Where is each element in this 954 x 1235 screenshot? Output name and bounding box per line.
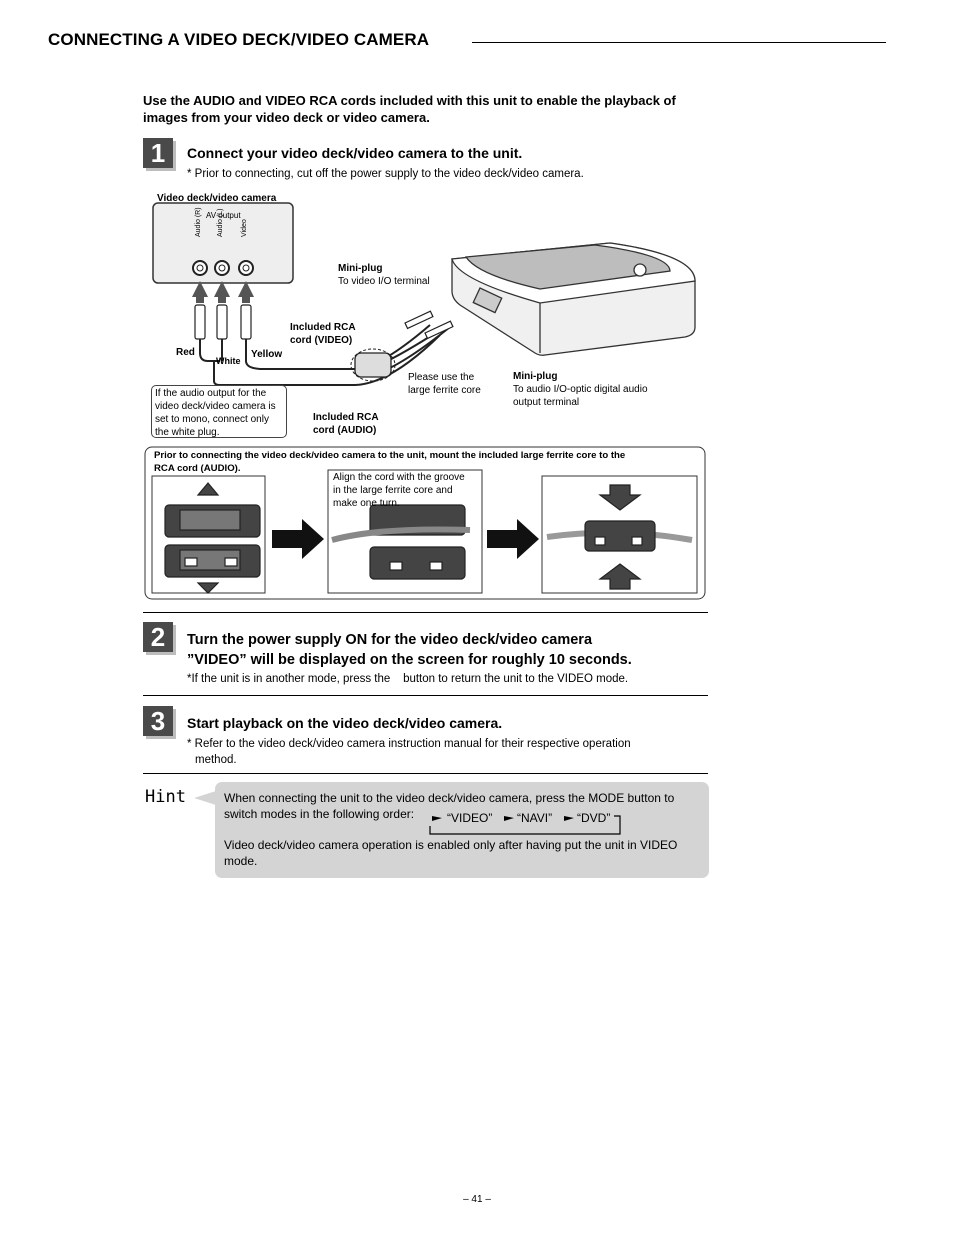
deck-title: Video deck/video camera <box>157 193 277 204</box>
step-divider-3 <box>143 773 708 774</box>
mode-video: “VIDEO” <box>447 811 493 825</box>
mono-note-line-4: the white plug. <box>155 427 220 438</box>
mini-plug-1-desc: To video I/O terminal <box>338 276 430 287</box>
red-label: Red <box>176 347 195 358</box>
hint-line-1: When connecting the unit to the video de… <box>224 791 675 805</box>
mode-dvd: “DVD” <box>577 811 611 825</box>
cord-in-core <box>331 504 471 580</box>
rca-jacks <box>192 260 254 276</box>
hint-paragraph-2: Video deck/video camera operation is ena… <box>224 837 704 869</box>
insert-arrows <box>192 281 254 303</box>
title-rule <box>472 42 886 43</box>
page-title: CONNECTING A VIDEO DECK/VIDEO CAMERA <box>48 30 430 49</box>
rca-audio-line-2: cord (AUDIO) <box>313 425 377 436</box>
mode-cycle-loop <box>429 815 621 835</box>
mono-note-line-3: set to mono, connect only <box>155 414 269 425</box>
rca-video-label: Included RCA cord (VIDEO) <box>290 321 356 347</box>
groove-note-line-1: Align the cord with the groove <box>333 472 465 483</box>
white-label: White <box>216 356 241 366</box>
rca-audio-label: Included RCA cord (AUDIO) <box>313 411 379 437</box>
ferrite-line-2: large ferrite core <box>408 385 481 396</box>
rca-video-line-2: cord (VIDEO) <box>290 335 353 346</box>
rca-video-line-1: Included RCA <box>290 322 356 333</box>
intro-text: Use the AUDIO and VIDEO RCA cords includ… <box>143 92 743 126</box>
ferrite-heading-line-1: Prior to connecting the video deck/video… <box>154 450 626 461</box>
mini-plug-2-desc-2: output terminal <box>513 397 580 408</box>
hint-line-2: switch modes in the following order: <box>224 807 415 821</box>
rca-audio-line-1: Included RCA <box>313 412 379 423</box>
step-2-heading: Turn the power supply ON for the video d… <box>187 630 632 670</box>
jack-label-audio-l: Audio (L) <box>217 208 224 237</box>
next-arrow-1 <box>272 519 324 559</box>
ferrite-highlight <box>350 348 396 382</box>
step-1-note: * Prior to connecting, cut off the power… <box>187 168 584 180</box>
groove-note: Align the cord with the groove in the la… <box>333 471 465 510</box>
hint-label: Hint <box>145 787 186 807</box>
intro-line-1: Use the AUDIO and VIDEO RCA cords includ… <box>143 93 676 108</box>
mono-note-line-2: video deck/video camera is <box>155 401 276 412</box>
hint-paragraph-1: When connecting the unit to the video de… <box>224 790 704 822</box>
connection-diagram-svg <box>144 202 706 600</box>
page-number: – 41 – <box>463 1194 491 1205</box>
hint-para2-line-1: Video deck/video camera operation is ena… <box>224 838 678 852</box>
step-3-note-line-2: method. <box>195 754 237 766</box>
mini-plug-audio-label: Mini-plug To audio I/O-optic digital aud… <box>513 370 648 409</box>
ferrite-core <box>354 352 392 378</box>
step-2-number: 2 <box>143 622 173 652</box>
connection-diagram: Video deck/video camera AV output Audio … <box>140 185 710 605</box>
step-divider-2 <box>143 695 708 696</box>
hint-box <box>215 782 709 878</box>
groove-note-line-3: make one turn. <box>333 498 400 509</box>
ferrite-line-1: Please use the <box>408 372 475 383</box>
mini-plug-video-label: Mini-plug To video I/O terminal <box>338 262 430 288</box>
step-3-note: * Refer to the video deck/video camera i… <box>187 736 631 768</box>
ferrite-panel-heading: Prior to connecting the video deck/video… <box>154 449 704 475</box>
step-2-heading-line-2: ”VIDEO” will be displayed on the screen … <box>187 652 632 668</box>
rca-plugs <box>194 304 252 340</box>
next-arrow-2 <box>487 519 539 559</box>
step-1-number: 1 <box>143 138 173 168</box>
jack-label-video: Video <box>241 219 248 237</box>
step-3-number: 3 <box>143 706 173 736</box>
hint-pointer <box>194 791 216 805</box>
ferrite-panel <box>144 446 706 600</box>
step-2-note: *If the unit is in another mode, press t… <box>187 673 629 685</box>
intro-line-2: images from your video deck or video cam… <box>143 110 430 125</box>
mini-plug-1-title: Mini-plug <box>338 263 383 274</box>
mini-plug-2-desc-1: To audio I/O-optic digital audio <box>513 384 648 395</box>
step-3-heading: Start playback on the video deck/video c… <box>187 715 503 731</box>
step-1-heading: Connect your video deck/video camera to … <box>187 145 523 161</box>
mono-note-box: If the audio output for the video deck/v… <box>151 385 287 438</box>
av-output-label: AV output <box>206 211 241 220</box>
groove-note-line-2: in the large ferrite core and <box>333 485 453 496</box>
ferrite-hint-label: Please use the large ferrite core <box>408 371 481 397</box>
step-3-note-line-1: * Refer to the video deck/video camera i… <box>187 738 631 750</box>
yellow-label: Yellow <box>251 349 283 360</box>
mode-cycle: “VIDEO” “NAVI” “DVD” <box>428 810 628 840</box>
mini-plugs <box>404 310 454 340</box>
closing-core <box>546 484 693 590</box>
mini-plug-2-title: Mini-plug <box>513 371 558 382</box>
ferrite-heading-line-2: RCA cord (AUDIO). <box>154 463 241 474</box>
mono-note-line-1: If the audio output for the <box>155 388 267 399</box>
hint-para2-line-2: mode. <box>224 854 258 868</box>
step-2-heading-line-1: Turn the power supply ON for the video d… <box>187 632 593 648</box>
open-ferrite-core <box>164 482 261 594</box>
step-divider-1 <box>143 612 708 613</box>
mode-navi: “NAVI” <box>517 811 553 825</box>
jack-label-audio-r: Audio (R) <box>195 207 202 237</box>
device-unit <box>451 242 696 356</box>
